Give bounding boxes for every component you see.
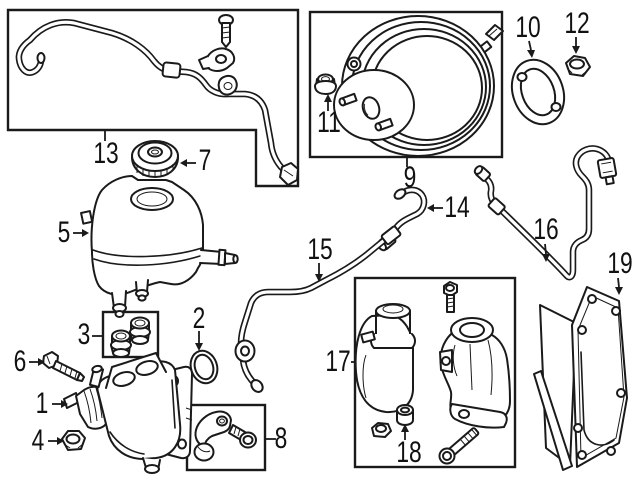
callout-arrow-11 (324, 94, 332, 111)
part-5-reservoir (80, 175, 239, 318)
part-12-nut (565, 55, 591, 77)
callout-arrow-19 (615, 277, 623, 295)
callout-4: 4 (31, 424, 45, 457)
callout-8: 8 (274, 422, 288, 455)
enclosure-box-17 (353, 276, 517, 469)
callout-arrow-6 (29, 358, 45, 366)
callout-3: 3 (77, 318, 91, 351)
callout-15: 15 (307, 233, 333, 266)
callout-arrow-16 (542, 243, 550, 262)
callout-arrow-18 (401, 424, 409, 440)
enclosure-box-3 (101, 310, 160, 359)
part-11-grommet (314, 73, 337, 95)
part-8-bracket-bolt (193, 410, 257, 462)
part-17-pump-assembly (354, 281, 511, 465)
callout-arrow-4 (48, 437, 64, 445)
callout-13: 13 (93, 137, 119, 170)
enclosure-box-9 (308, 10, 504, 159)
part-7-reservoir-cap (131, 140, 179, 178)
callout-arrow-10 (527, 40, 535, 58)
callout-17: 17 (325, 345, 351, 378)
callout-2: 2 (192, 302, 206, 335)
callout-9: 9 (403, 161, 417, 194)
callout-arrow-14 (427, 204, 443, 212)
part-15-pipe (234, 225, 402, 393)
part-4-nut (61, 430, 86, 451)
callout-14: 14 (444, 191, 470, 224)
part-3-grommets (110, 316, 151, 358)
callout-leaders (29, 37, 623, 445)
callout-arrow-5 (73, 229, 89, 237)
callout-1: 1 (35, 387, 49, 420)
callout-arrow-2 (195, 331, 203, 351)
part-9-brake-booster (333, 15, 504, 157)
callout-arrow-12 (572, 37, 580, 54)
grommet (110, 329, 132, 358)
enclosure-box-13 (6, 8, 300, 188)
grommet (129, 316, 151, 345)
callout-arrow-15 (315, 263, 323, 282)
callout-arrow-1 (52, 400, 68, 408)
callout-10: 10 (515, 11, 541, 44)
callout-18: 18 (396, 436, 422, 469)
callout-arrow-7 (180, 159, 196, 167)
part-16-hose (473, 145, 618, 281)
part-1-master-cylinder (63, 352, 193, 474)
part-2-oring (189, 349, 219, 385)
callout-19: 19 (607, 247, 633, 280)
part-18-grommet (396, 404, 414, 426)
part-6-bolt (42, 351, 85, 382)
part-10-gasket (510, 58, 566, 126)
callout-11: 11 (317, 106, 341, 139)
callout-16: 16 (533, 213, 559, 246)
part-13-line-assembly (15, 14, 299, 186)
callout-6: 6 (13, 345, 27, 378)
callout-5: 5 (57, 216, 71, 249)
callout-7: 7 (198, 144, 212, 177)
part-19-bracket (533, 286, 628, 471)
callout-12: 12 (564, 7, 590, 40)
